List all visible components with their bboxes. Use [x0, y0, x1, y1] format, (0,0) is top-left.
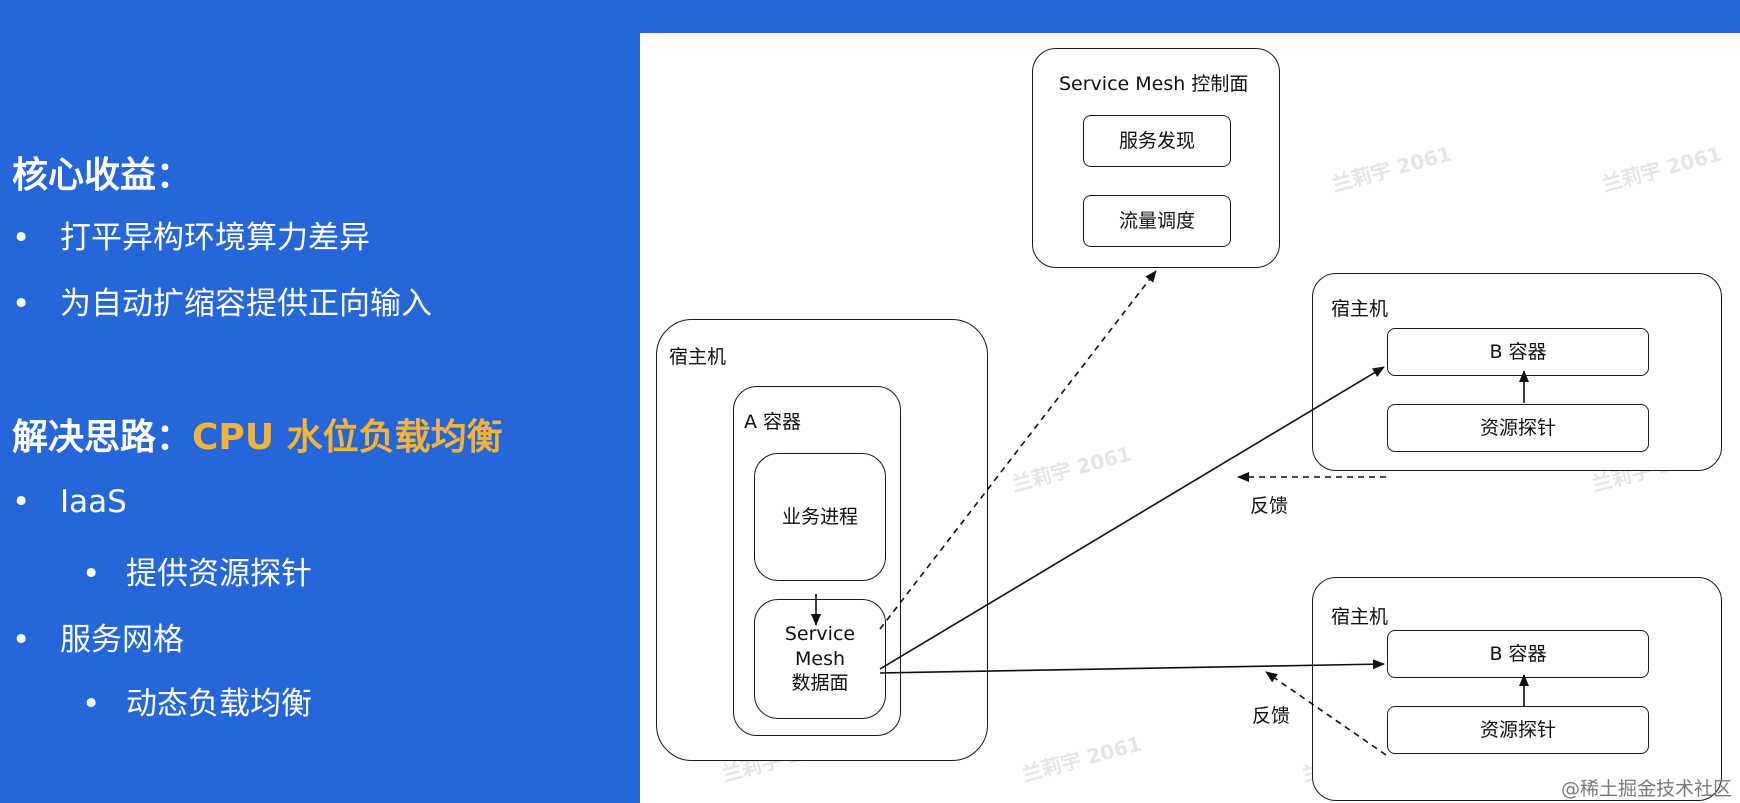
approach-subitem: • 提供资源探针: [82, 548, 312, 593]
host-b2-box: 宿主机 B 容器 资源探针: [1312, 577, 1722, 801]
feedback-b2-dashed-arrow: [1265, 671, 1387, 756]
mesh-to-b2-arrow: [879, 659, 1385, 674]
approach-item: • 服务网格: [12, 614, 184, 659]
mesh-to-control-dashed-arrow: [879, 270, 1157, 630]
benefit-item: • 为自动扩缩容提供正向输入: [12, 278, 432, 323]
approach-item-label: IaaS: [60, 484, 127, 520]
approach-highlight: CPU 水位负载均衡: [192, 417, 503, 458]
benefits-heading: 核心收益：: [12, 155, 193, 196]
host-b1-title: 宿主机: [1331, 298, 1389, 320]
approach-subitem-label: 动态负载均衡: [126, 686, 312, 722]
bullet-icon: •: [12, 484, 31, 520]
bullet-icon: •: [12, 220, 31, 256]
feedback-label-b1: 反馈: [1250, 495, 1289, 517]
container-b1-box: B 容器: [1387, 328, 1649, 376]
connector-layer: [811, 270, 1529, 756]
bullet-icon: •: [12, 622, 31, 658]
control-plane-box: Service Mesh 控制面 服务发现 流量调度: [1032, 48, 1280, 268]
probe-b1-box: 资源探针: [1387, 404, 1649, 452]
container-a-box: A 容器 业务进程 Service Mesh 数据面: [733, 386, 901, 736]
service-discovery-box: 服务发现: [1083, 115, 1231, 167]
mesh-to-b1-arrow: [879, 366, 1385, 670]
left-panel: 核心收益： • 打平异构环境算力差异 • 为自动扩缩容提供正向输入 解决思路：CPU…: [0, 0, 640, 803]
benefit-text: 为自动扩缩容提供正向输入: [60, 286, 432, 322]
host-a-box: 宿主机 A 容器 业务进程 Service Mesh 数据面: [656, 319, 988, 761]
bullet-icon: •: [82, 686, 101, 722]
approach-item: • IaaS: [12, 484, 127, 520]
traffic-scheduling-box: 流量调度: [1083, 195, 1231, 247]
site-watermark: @稀土掘金技术社区: [1560, 778, 1732, 800]
host-a-title: 宿主机: [669, 346, 727, 368]
data-plane-line: Service: [784, 622, 856, 645]
control-plane-title: Service Mesh 控制面: [1059, 73, 1249, 95]
container-b2-box: B 容器: [1387, 630, 1649, 678]
host-b2-title: 宿主机: [1331, 606, 1389, 628]
approach-subitem-label: 提供资源探针: [126, 556, 312, 592]
bullet-icon: •: [12, 286, 31, 322]
approach-subitem: • 动态负载均衡: [82, 678, 312, 723]
data-plane-line: Mesh: [794, 647, 846, 670]
bullet-icon: •: [82, 556, 101, 592]
approach-heading: 解决思路：CPU 水位负载均衡: [12, 408, 503, 460]
benefit-item: • 打平异构环境算力差异: [12, 212, 370, 257]
architecture-diagram: 兰莉宇 2061 兰莉宇 2061 兰莉宇 2061 兰莉宇 2061 兰莉宇 …: [640, 33, 1740, 803]
benefit-text: 打平异构环境算力差异: [60, 220, 370, 256]
container-a-title: A 容器: [744, 411, 802, 433]
data-plane-line: 数据面: [791, 672, 849, 695]
probe-b2-box: 资源探针: [1387, 706, 1649, 754]
approach-prefix: 解决思路：: [12, 417, 193, 458]
approach-item-label: 服务网格: [60, 622, 184, 658]
feedback-label-b2: 反馈: [1252, 705, 1291, 727]
business-process-box: 业务进程: [754, 453, 886, 581]
